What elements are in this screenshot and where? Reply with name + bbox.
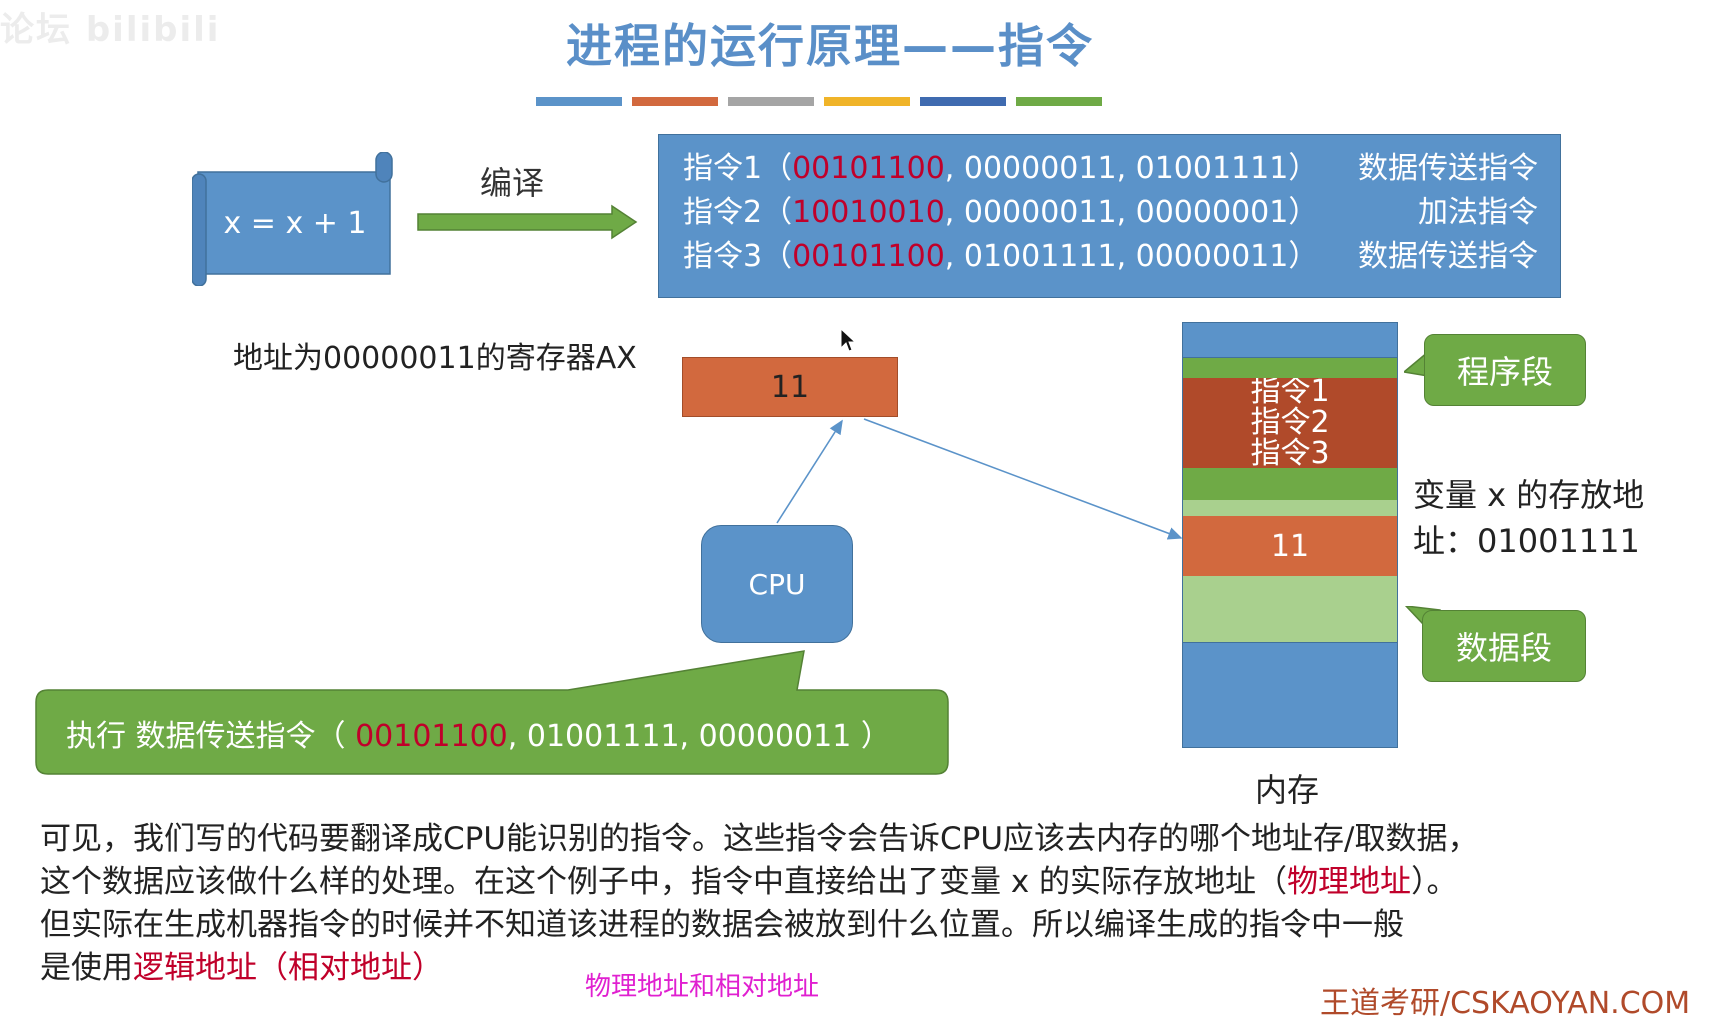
memory-bottom-block [1182, 642, 1398, 748]
watermark: 论坛 bilibili [0, 10, 221, 50]
memory-data-light [1182, 500, 1398, 516]
explanation-line-3: 但实际在生成机器指令的时候并不知道该进程的数据会被放到什么位置。所以编译生成的指… [40, 907, 1404, 943]
memory-label: 内存 [1255, 771, 1320, 809]
instruction-2: 指令2（10010010, 00000011, 00000001） [683, 187, 1318, 231]
memory-program-green [1182, 358, 1398, 378]
execute-prefix: 执行 数据传送指令（ [66, 719, 356, 754]
source-code: x = x + 1 [223, 205, 367, 241]
explanation-line-4-start: 是使用 [40, 950, 133, 986]
instruction-list: 指令1（00101100, 00000011, 01001111） 数据传送指令… [658, 134, 1561, 298]
mouse-cursor-icon [840, 328, 856, 352]
register-ax: 11 [682, 357, 898, 417]
memory-top-block [1182, 322, 1398, 358]
instruction-3: 指令3（00101100, 01001111, 00000011） [683, 231, 1318, 275]
compile-arrow-icon [417, 204, 638, 240]
title-color-bar-gray [728, 97, 814, 106]
explanation-paragraph: 可见，我们写的代码要翻译成CPU能识别的指令。这些指令会告诉CPU应该去内存的哪… [40, 818, 1680, 990]
brand-watermark: 王道考研/CSKAOYAN.COM [1320, 986, 1691, 1021]
instruction-2-opcode: 10010010 [792, 195, 945, 230]
title-color-bar-green [1016, 97, 1102, 106]
memory-instructions: 指令1 指令2 指令3 [1182, 378, 1398, 468]
memory-program-green-2 [1182, 468, 1398, 500]
memory-inst-1: 指令1 [1250, 378, 1330, 409]
variable-address-label: 变量 x 的存放地 址：01001111 [1413, 472, 1644, 564]
memory-inst-2: 指令2 [1250, 405, 1330, 440]
explanation-line-4: 是使用逻辑地址（相对地址） [40, 947, 1680, 990]
title-color-bar-orange [632, 97, 718, 106]
explanation-line-2-start: 这个数据应该做什么样的处理。在这个例子中，指令中直接给出了变量 x 的实际存放地… [40, 864, 1288, 900]
instruction-3-opcode: 00101100 [792, 239, 945, 274]
memory-inst-3: 指令3 [1250, 436, 1330, 468]
cpu-to-register-arrow [776, 419, 843, 524]
variable-address-line-2: 址：01001111 [1413, 522, 1640, 560]
program-segment-label: 程序段 [1424, 334, 1586, 406]
memory-data-light-2 [1182, 576, 1398, 642]
logical-address-term: 逻辑地址（相对地址） [133, 950, 443, 986]
instruction-2-operands: , 00000011, 00000001） [944, 195, 1319, 230]
instruction-1-operands: , 00000011, 01001111） [944, 151, 1319, 186]
explanation-line-2-end: ）。 [1411, 864, 1458, 900]
variable-address-line-1: 变量 x 的存放地 [1413, 476, 1645, 514]
execute-opcode: 00101100 [355, 719, 508, 754]
register-label: 地址为00000011的寄存器AX [233, 341, 637, 376]
cpu: CPU [701, 525, 853, 643]
instruction-2-prefix: 指令2（ [683, 195, 793, 230]
instruction-1-prefix: 指令1（ [683, 151, 793, 186]
execute-instruction: 执行 数据传送指令（ 00101100, 01001111, 00000011 … [66, 711, 891, 755]
memory-variable-x: 11 [1182, 516, 1398, 576]
register-to-memory-arrow [863, 418, 1183, 540]
instruction-1-desc: 数据传送指令 [1358, 151, 1538, 186]
title-color-bar-blue [536, 97, 622, 106]
instruction-2-desc: 加法指令 [1418, 195, 1538, 230]
source-code-scroll [192, 152, 393, 286]
instruction-3-desc: 数据传送指令 [1358, 239, 1538, 274]
instruction-1: 指令1（00101100, 00000011, 01001111） [683, 143, 1318, 187]
title-color-bar-dark-blue [920, 97, 1006, 106]
instruction-1-opcode: 00101100 [792, 151, 945, 186]
instruction-3-prefix: 指令3（ [683, 239, 793, 274]
compile-label: 编译 [480, 164, 545, 202]
physical-address-term: 物理地址 [1287, 864, 1412, 900]
execute-operands: , 01001111, 00000011 ） [507, 719, 891, 754]
instruction-3-operands: , 01001111, 00000011） [944, 239, 1319, 274]
page-title: 进程的运行原理——指令 [566, 19, 1094, 73]
explanation-line-2: 这个数据应该做什么样的处理。在这个例子中，指令中直接给出了变量 x 的实际存放地… [40, 861, 1680, 904]
title-color-bar-yellow [824, 97, 910, 106]
data-segment-label: 数据段 [1422, 610, 1586, 682]
annotation-note: 物理地址和相对地址 [585, 972, 820, 1002]
explanation-line-1: 可见，我们写的代码要翻译成CPU能识别的指令。这些指令会告诉CPU应该去内存的哪… [40, 821, 1479, 857]
